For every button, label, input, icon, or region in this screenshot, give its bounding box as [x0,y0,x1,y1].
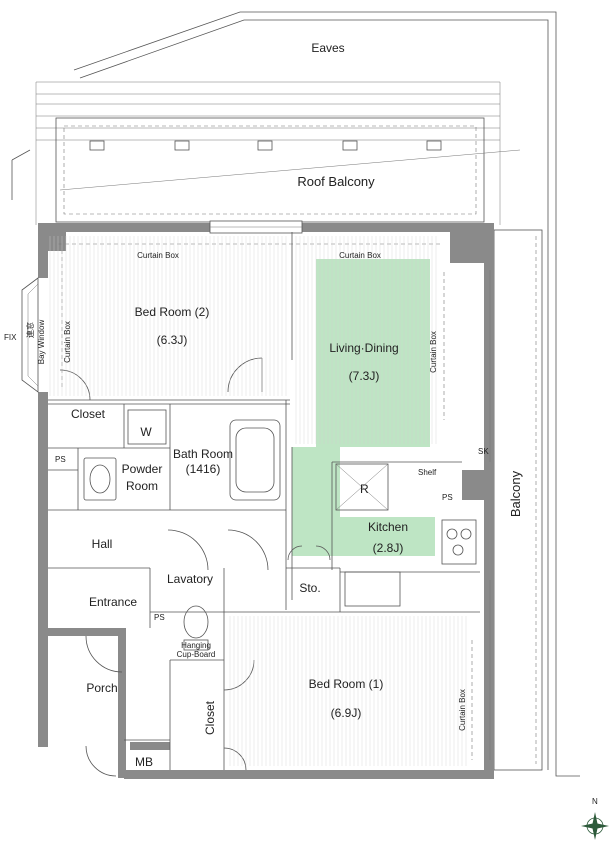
kitchen-counter [335,463,401,607]
closet-bottom-label: Closet [203,700,217,735]
roof-balcony-label: Roof Balcony [297,174,375,189]
hanging-label-1: Hanging [181,641,211,650]
living-dining-name: Living·Dining [329,341,398,355]
floor-hatching [49,236,467,766]
bath-room-label-1: Bath Room [173,447,233,461]
bedroom-1-name: Bed Room (1) [309,677,384,691]
closet-top-label: Closet [71,407,106,421]
lavatory-label: Lavatory [167,572,213,586]
curtain-box-label: Curtain Box [429,331,438,373]
living-dining-size: (7.3J) [349,369,380,383]
bedroom-2-name: Bed Room (2) [135,305,210,319]
bay-window-label: Bay Window [37,320,46,365]
porch-label: Porch [86,681,117,695]
w-label: W [140,425,152,439]
shelf-label: Shelf [418,468,437,477]
curtain-box-label: Curtain Box [137,251,179,260]
curtain-box-label: Curtain Box [63,321,72,363]
fix-label: FIX [4,333,17,342]
roof-balcony [55,117,521,223]
toilet-icon [183,605,209,651]
r-label: R [360,482,369,496]
stove-icon [441,519,477,565]
bay-window [11,149,39,393]
ps-kitchen-label: PS [442,493,453,502]
ps-left-label: PS [55,455,66,464]
eaves-outline [35,11,580,777]
mb-label: MB [135,755,153,769]
kitchen-size: (2.8J) [373,541,404,555]
living-dining-kitchen-highlight [292,259,435,556]
balcony-label: Balcony [508,470,523,517]
washing-machine-box [127,409,167,445]
hanging-label-2: Cup-Board [177,650,216,659]
bedroom-1-size: (6.9J) [331,706,362,720]
curtain-box-label: Curtain Box [458,689,467,731]
bedroom-2-size: (6.3J) [157,333,188,347]
fix-jp-label: 連窓 [25,322,35,338]
compass-icon [581,812,609,840]
interior-walls [48,232,480,770]
powder-room-label-1: Powder [122,462,163,476]
eaves-label: Eaves [311,41,344,55]
bathtub-icon [229,419,281,501]
storage-label: Sto. [299,581,320,595]
entrance-label: Entrance [89,595,137,609]
hall-label: Hall [92,537,113,551]
sk-label: SK [478,447,489,456]
powder-room-label-2: Room [126,479,158,493]
bath-room-label-2: (1416) [186,462,221,476]
north-label: N [592,797,598,806]
sink-icon [83,457,117,501]
ps-lav-label: PS [154,613,165,622]
kitchen-name: Kitchen [368,520,408,534]
curtain-box-label: Curtain Box [339,251,381,260]
